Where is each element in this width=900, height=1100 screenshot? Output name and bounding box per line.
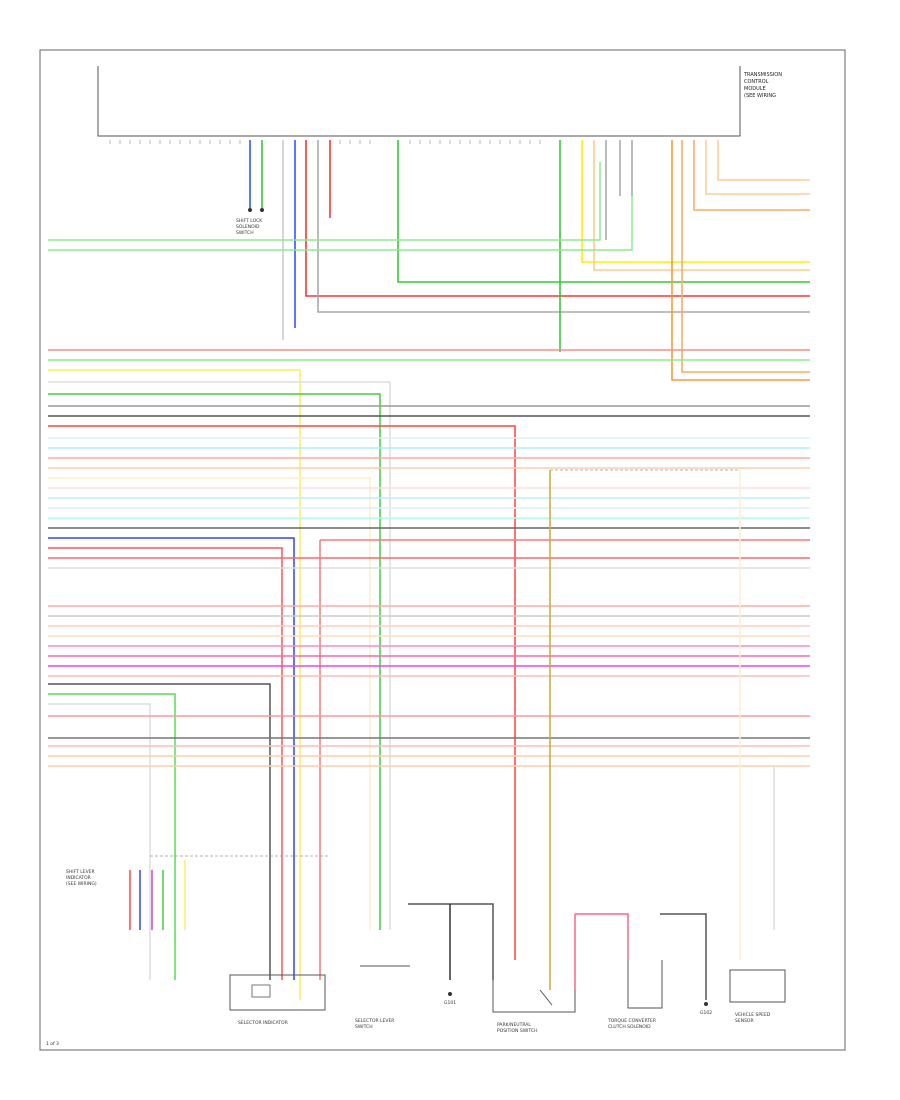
torque-converter-solenoid: TORQUE CONVERTER CLUTCH SOLENOID — [607, 960, 663, 1030]
control-module-box — [97, 66, 741, 137]
svg-text:SENSOR: SENSOR — [735, 1018, 754, 1024]
svg-text:(SEE WIRING): (SEE WIRING) — [66, 881, 97, 887]
svg-text:(SEE WIRING: (SEE WIRING — [744, 93, 776, 99]
component-drop-wires — [129, 470, 741, 1000]
module-vertical-wires — [249, 140, 810, 381]
svg-text:SELECTOR LEVER: SELECTOR LEVER — [355, 1018, 394, 1024]
svg-text:SHIFT LEVER: SHIFT LEVER — [66, 869, 95, 875]
svg-text:SWITCH: SWITCH — [236, 230, 254, 236]
module-pin-row — [109, 140, 541, 144]
svg-text:POSITION SWITCH: POSITION SWITCH — [497, 1028, 538, 1034]
control-module-label: TRANSMISSION CONTROL MODULE (SEE WIRING — [743, 72, 782, 99]
svg-text:PARK/NEUTRAL: PARK/NEUTRAL — [497, 1022, 531, 1028]
svg-text:MODULE: MODULE — [744, 86, 766, 92]
shift-lock-solenoid-connector: SHIFT LOCK SOLENOID SWITCH — [236, 208, 264, 236]
shift-control-switch: SHIFT LEVER INDICATOR (SEE WIRING) — [66, 869, 97, 887]
diagram-frame — [39, 49, 846, 1051]
svg-text:G102: G102 — [700, 1010, 712, 1016]
svg-text:SELECTOR INDICATOR: SELECTOR INDICATOR — [238, 1020, 288, 1026]
svg-text:CONTROL: CONTROL — [744, 79, 769, 85]
svg-text:TRANSMISSION: TRANSMISSION — [743, 72, 782, 78]
ground-g102: G102 — [700, 1002, 712, 1016]
selector-indicator: SELECTOR INDICATOR — [229, 974, 326, 1026]
selector-lever-switch: SELECTOR LEVER SWITCH — [355, 965, 410, 1030]
svg-text:TORQUE CONVERTER: TORQUE CONVERTER — [607, 1018, 656, 1024]
svg-text:SOLENOID: SOLENOID — [236, 224, 260, 230]
svg-text:SHIFT LOCK: SHIFT LOCK — [236, 218, 263, 224]
horizontal-wire-bundle — [48, 162, 810, 1000]
dashed-connections — [150, 469, 740, 857]
footer-code: 1 of 3 — [46, 1041, 59, 1047]
svg-text:VEHICLE SPEED: VEHICLE SPEED — [735, 1012, 771, 1018]
svg-text:INDICATOR: INDICATOR — [66, 875, 91, 881]
ground-g101: G101 — [444, 992, 456, 1006]
vehicle-speed-sensor: VEHICLE SPEED SENSOR — [729, 969, 786, 1024]
svg-text:G101: G101 — [444, 1000, 456, 1006]
park-neutral-switch: PARK/NEUTRAL POSITION SWITCH — [492, 980, 576, 1034]
svg-text:SWITCH: SWITCH — [355, 1024, 373, 1030]
svg-text:CLUTCH SOLENOID: CLUTCH SOLENOID — [608, 1024, 651, 1030]
